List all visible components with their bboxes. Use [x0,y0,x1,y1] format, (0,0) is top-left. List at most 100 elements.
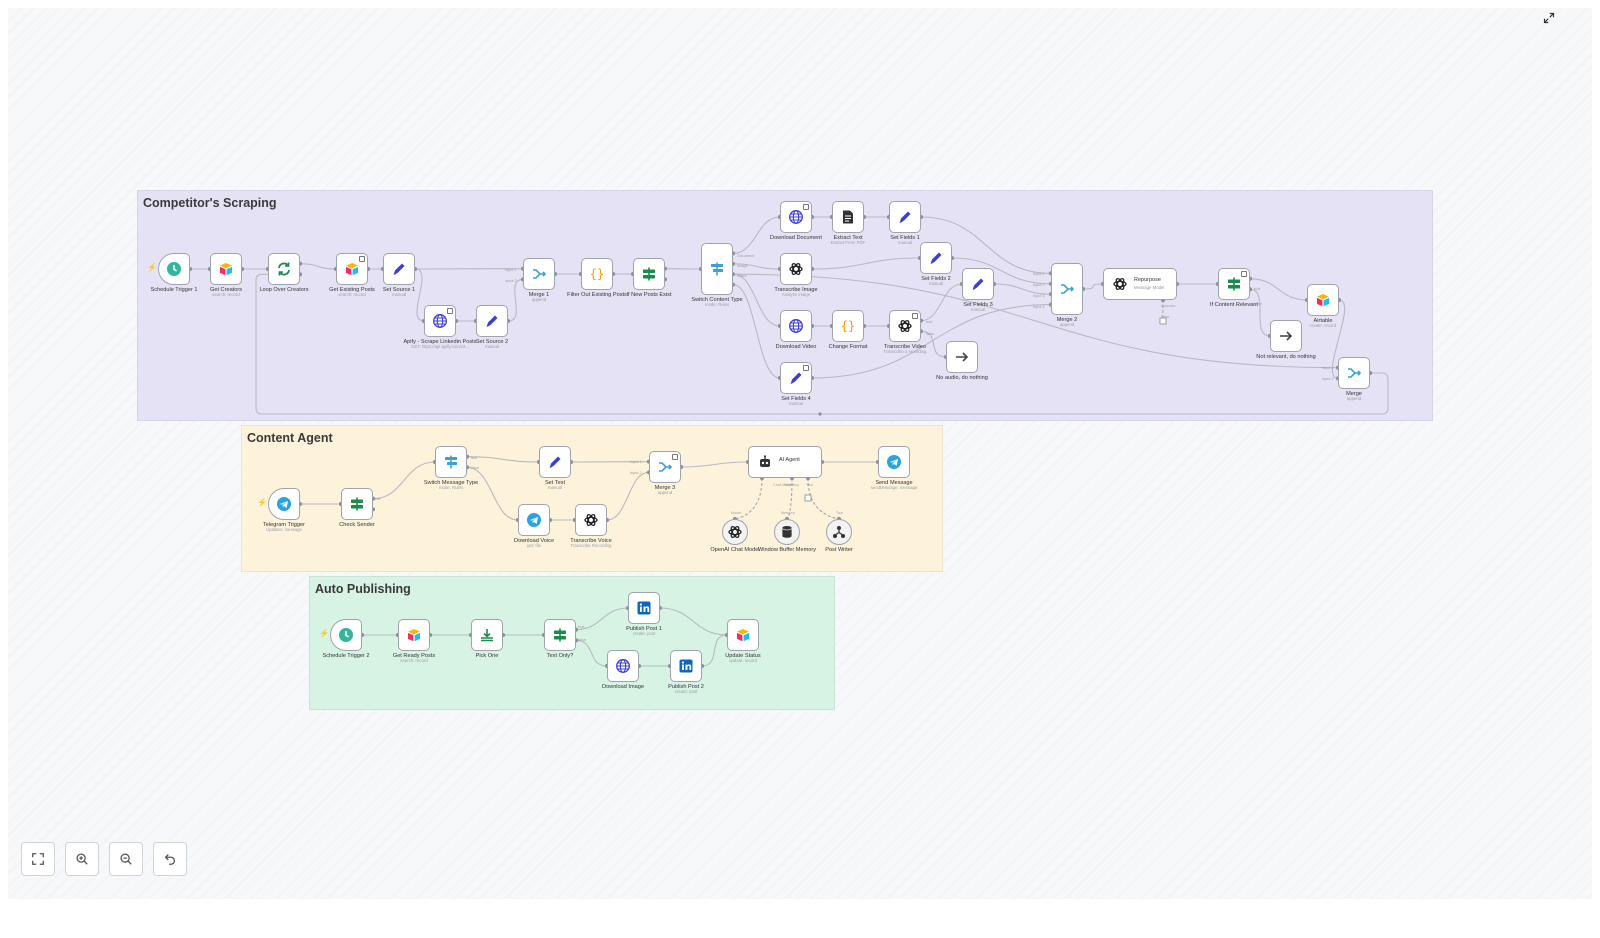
handle-label: Input 2 [505,279,517,283]
airtable-icon [1315,292,1331,308]
connection [575,639,608,667]
handle-label: Memory [781,511,795,515]
node-foep[interactable]: {} [581,258,613,290]
handle-label: Voice [470,466,480,470]
node-dvo[interactable] [518,504,550,536]
connection [575,607,629,631]
workflow-canvas[interactable]: Competitor's Scraping Content Agent Auto… [8,8,1592,899]
node-ss2[interactable] [476,305,508,337]
node-icr[interactable] [1218,268,1250,300]
handle-label: Input 1 [1033,272,1045,276]
zoom-in-button[interactable] [65,842,99,876]
connection [372,461,436,500]
node-et[interactable] [832,201,864,233]
telegram-icon [526,512,542,528]
node-di[interactable] [607,650,639,682]
node-sct[interactable] [701,243,733,295]
node-tvo[interactable] [575,504,607,536]
download-icon [479,627,495,643]
node-nrdn[interactable] [1270,320,1302,352]
merge-icon [1346,365,1362,381]
node-m1[interactable] [523,258,555,290]
repurpose-add-handle[interactable] [1159,317,1167,325]
node-gep[interactable] [336,253,368,285]
fullscreen-button[interactable] [1541,10,1557,26]
reset-zoom-button[interactable] [153,842,187,876]
connection [732,273,781,327]
pencil-icon [484,313,500,329]
node-to[interactable] [544,619,576,651]
node-stx[interactable] [539,446,571,478]
zoom-out-icon [120,853,132,865]
node-m2[interactable] [1051,263,1083,315]
node-sf1[interactable] [889,201,921,233]
connection [811,257,921,270]
connection [299,263,337,270]
node-nadn[interactable] [946,341,978,373]
trigger-bolt-icon: ⚡ [147,263,157,272]
node-inpe[interactable] [633,258,665,290]
node-po[interactable] [471,619,503,651]
node-status-badge [803,365,809,371]
node-sf2[interactable] [920,242,952,274]
node-apify[interactable] [424,305,456,337]
node-dv[interactable] [780,310,812,342]
fit-view-button[interactable] [21,842,55,876]
node-at[interactable] [1307,284,1339,316]
node-grp[interactable] [398,619,430,651]
node-gc[interactable] [210,253,242,285]
globe-icon [788,318,804,334]
telegram-icon [276,496,292,512]
node-pw[interactable] [826,519,852,545]
if-icon [641,266,657,282]
node-smsg[interactable] [878,446,910,478]
connection [951,257,1052,285]
node-cf[interactable]: {} [832,310,864,342]
node-m3[interactable] [649,451,681,483]
node-us[interactable] [727,619,759,651]
connection [507,278,524,322]
node-title: Repurpose [1134,277,1161,284]
workflow-icon [831,524,847,540]
node-ocm[interactable] [722,519,748,545]
zoom-in-icon [76,853,88,865]
node-cs[interactable] [341,488,373,520]
node-title: AI Agent [779,457,800,464]
node-mg[interactable] [1338,357,1370,389]
agent-add-handle[interactable] [804,494,812,502]
handle-label: Input 3 [1033,294,1045,298]
node-sf4[interactable] [780,362,812,394]
node-tv[interactable] [889,310,921,342]
node-st2[interactable] [330,619,362,651]
node-loc[interactable] [268,253,300,285]
connection [255,273,1389,415]
handle-label: true [374,497,381,501]
node-st1[interactable] [158,253,190,285]
handle-label: false [578,638,587,642]
switch-icon [709,261,725,277]
node-pp1[interactable] [628,592,660,624]
trigger-bolt-icon: ⚡ [257,498,267,507]
connection [811,304,1052,379]
switch-icon [443,454,459,470]
connection [786,477,793,520]
zoom-out-button[interactable] [109,842,143,876]
node-sf3[interactable] [962,268,994,300]
merge-icon [1059,281,1075,297]
node-tt[interactable] [268,488,300,520]
node-smt[interactable] [435,446,467,478]
openai-icon [897,318,913,334]
globe-icon [432,313,448,329]
node-ss1[interactable] [383,253,415,285]
pencil-icon [391,261,407,277]
connection [732,284,781,379]
node-pp2[interactable] [670,650,702,682]
arrow-right-icon [1278,328,1294,344]
node-wbm[interactable] [774,519,800,545]
node-aia[interactable]: AI Agent [748,446,822,478]
node-ti[interactable] [780,253,812,285]
file-icon [840,209,856,225]
node-dd[interactable] [780,201,812,233]
